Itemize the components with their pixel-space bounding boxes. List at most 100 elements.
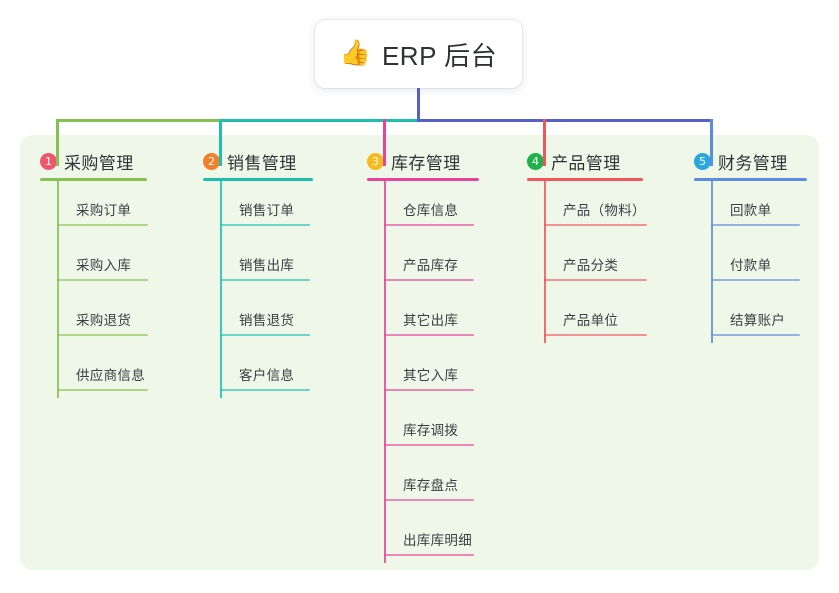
branch-column-2: 2 销售管理销售订单销售出库销售退货客户信息 [203,148,353,428]
branch-item-rule [384,224,474,226]
branch-item-rule [384,334,474,336]
branch-item-label: 产品（物料） [563,203,646,218]
branch-item-label: 供应商信息 [76,368,145,383]
bar-segment-2 [219,119,419,122]
branch-title-4: 产品管理 [551,153,621,173]
branch-spine-2 [220,178,222,398]
branch-item[interactable]: 库存调拨 [384,398,474,446]
branch-item-label: 库存调拨 [403,423,459,438]
branch-item[interactable]: 采购退货 [57,288,148,336]
branch-item-label: 产品单位 [563,313,619,328]
branch-item[interactable]: 出库库明细 [384,508,474,556]
branch-item[interactable]: 采购订单 [57,178,148,226]
branch-number-badge-2: 2 [203,152,220,170]
root-node-label: ERP 后台 [381,40,498,71]
branch-item-label: 其它出库 [403,313,459,328]
branch-title-2: 销售管理 [227,153,297,173]
branch-header-rule-5 [694,178,807,181]
branch-header-4[interactable]: 4 产品管理 [527,148,621,174]
branch-column-4: 4 产品管理产品（物料） 产品分类产品单位 [527,148,683,373]
branch-header-2[interactable]: 2 销售管理 [203,148,297,174]
branch-header-rule-1 [40,178,147,181]
branch-spine-4 [544,178,546,343]
branch-item[interactable]: 销售退货 [220,288,310,336]
branch-item-rule [384,389,474,391]
branch-item[interactable]: 客户信息 [220,343,310,391]
thumbs-up-icon: 👍 [339,38,371,67]
branch-item-rule [220,334,310,336]
trunk-stem [416,88,420,122]
branch-item-label: 采购订单 [76,203,132,218]
branch-column-5: 5 财务管理回款单付款单结算账户 [694,148,839,373]
branch-item-label: 产品分类 [563,258,619,273]
branch-column-1: 1 采购管理采购订单采购入库采购退货供应商信息 [40,148,187,428]
branch-item-rule [220,389,310,391]
branch-item-label: 销售订单 [239,203,295,218]
branch-item[interactable]: 库存盘点 [384,453,474,501]
bar-segment-1 [56,119,221,122]
branch-item-rule [544,279,647,281]
branch-header-rule-3 [367,178,479,181]
branch-item-label: 出库库明细 [403,533,472,548]
branch-item[interactable]: 产品单位 [544,288,647,336]
branch-item[interactable]: 其它出库 [384,288,474,336]
branch-item[interactable]: 产品库存 [384,233,474,281]
branch-item-rule [57,389,148,391]
branch-header-1[interactable]: 1 采购管理 [40,148,134,174]
branch-item-rule [220,224,310,226]
branch-title-5: 财务管理 [718,153,788,173]
branch-spine-1 [57,178,59,398]
branch-title-3: 库存管理 [391,153,461,173]
branch-item[interactable]: 仓库信息 [384,178,474,226]
branch-item[interactable]: 供应商信息 [57,343,148,391]
branch-item-label: 采购入库 [76,258,132,273]
branch-item-label: 结算账户 [730,313,786,328]
branch-item[interactable]: 回款单 [711,178,800,226]
branch-item[interactable]: 其它入库 [384,343,474,391]
branch-item[interactable]: 产品分类 [544,233,647,281]
branch-item-rule [384,499,474,501]
branch-item[interactable]: 产品（物料） [544,178,647,226]
branch-spine-3 [384,178,386,563]
branch-column-3: 3 库存管理仓库信息产品库存其它出库其它入库库存调拨库存盘点出库库明细 [367,148,519,593]
branch-header-3[interactable]: 3 库存管理 [367,148,461,174]
branch-item-label: 回款单 [730,203,772,218]
branch-item-rule [384,554,474,556]
branch-item[interactable]: 销售订单 [220,178,310,226]
branch-item-label: 产品库存 [403,258,459,273]
branch-item-rule [544,334,647,336]
branch-header-5[interactable]: 5 财务管理 [694,148,788,174]
branch-item[interactable]: 结算账户 [711,288,800,336]
branch-number-badge-3: 3 [367,152,384,170]
branch-item-rule [57,279,148,281]
branch-number-badge-5: 5 [694,152,711,170]
branch-item-rule [57,224,148,226]
branch-header-rule-2 [203,178,313,181]
branch-item-rule [711,279,800,281]
branch-item[interactable]: 采购入库 [57,233,148,281]
branch-item-rule [544,224,647,226]
branch-header-rule-4 [527,178,643,181]
branch-item-label: 销售出库 [239,258,295,273]
branch-spine-5 [711,178,713,343]
bar-segment-3 [417,119,713,122]
diagram-panel [20,135,819,570]
branch-item-rule [384,279,474,281]
branch-item-label: 仓库信息 [403,203,459,218]
root-node-content: 👍 ERP 后台 [340,36,497,73]
branch-item-rule [711,334,800,336]
branch-item[interactable]: 付款单 [711,233,800,281]
branch-item-label: 库存盘点 [403,478,459,493]
branch-title-1: 采购管理 [64,153,134,173]
branch-item[interactable]: 销售出库 [220,233,310,281]
branch-item-rule [384,444,474,446]
branch-item-label: 其它入库 [403,368,459,383]
branch-item-rule [220,279,310,281]
branch-item-label: 客户信息 [239,368,295,383]
branch-number-badge-1: 1 [40,152,57,170]
branch-item-label: 销售退货 [239,313,295,328]
root-node[interactable]: 👍 ERP 后台 [315,20,522,88]
branch-item-rule [711,224,800,226]
branch-number-badge-4: 4 [527,152,544,170]
